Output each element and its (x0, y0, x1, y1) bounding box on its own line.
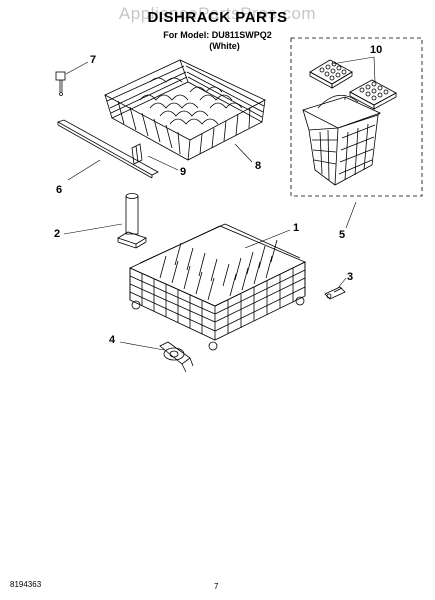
leader-lines (63, 56, 376, 351)
rack-rail (57, 119, 159, 179)
callout-10: 10 (370, 44, 383, 56)
upper-rack (104, 59, 266, 161)
rack-adjuster (131, 143, 143, 165)
callout-6: 6 (56, 184, 63, 196)
document-number: 8194363 (10, 580, 42, 589)
rack-roller-part (159, 341, 194, 373)
page-title: DISHRACK PARTS (147, 9, 288, 26)
watermark: AppliancePartsPros.com (118, 4, 317, 23)
lower-rack (129, 223, 306, 351)
rack-wheel-part (324, 286, 346, 300)
basket-cover-right (349, 79, 397, 110)
color-line: (White) (209, 41, 240, 51)
callout-8: 8 (255, 160, 262, 172)
page-number: 7 (214, 582, 219, 591)
silverware-basket (301, 94, 382, 186)
callout-7: 7 (90, 54, 97, 66)
callout-1: 1 (293, 222, 300, 234)
rail-stop-clip (55, 71, 66, 96)
callout-5: 5 (339, 229, 346, 241)
callout-4: 4 (109, 334, 116, 346)
callout-2: 2 (54, 228, 61, 240)
callout-3: 3 (347, 271, 354, 283)
basket-group-box (290, 37, 423, 197)
basket-cover-left (309, 59, 353, 89)
callout-9: 9 (180, 166, 187, 178)
tower-mount (117, 193, 147, 249)
model-line: For Model: DU811SWPQ2 (163, 30, 272, 40)
